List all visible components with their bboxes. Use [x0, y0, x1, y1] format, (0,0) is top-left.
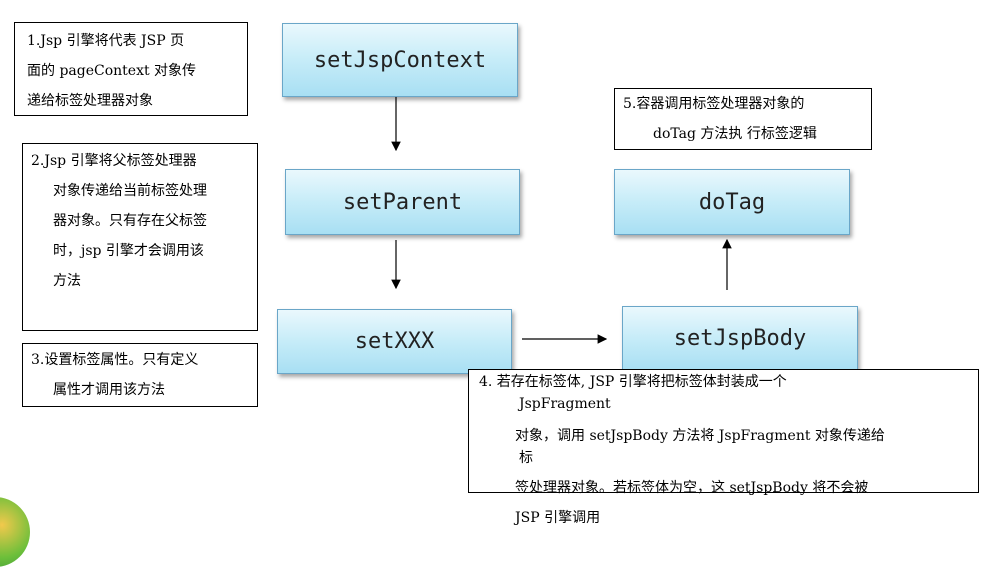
note-1-line: 面的 pageContext 对象传 [27, 63, 197, 79]
note-4-line: 对象，调用 setJspBody 方法将 JspFragment 对象传递给 [515, 428, 885, 444]
note-4-line: 4. 若存在标签体, JSP 引擎将把标签体封装成一个 [479, 374, 787, 390]
note-2-line: 时，jsp 引擎才会调用该 [53, 243, 204, 259]
note-4-line: JspFragment [519, 396, 611, 412]
setjspbody-box: setJspBody [622, 306, 858, 371]
note-3-line: 3.设置标签属性。只有定义 [31, 352, 199, 368]
flow-arrows [391, 97, 732, 344]
note-3: 3.设置标签属性。只有定义 属性才调用该方法 [22, 343, 258, 407]
note-1-line: 递给标签处理器对象 [27, 93, 153, 109]
note-2-line: 2.Jsp 引擎将父标签处理器 [31, 153, 197, 169]
note-2: 2.Jsp 引擎将父标签处理器 对象传递给当前标签处理 器对象。只有存在父标签 … [22, 143, 258, 331]
note-3-line: 属性才调用该方法 [53, 382, 165, 398]
note-5: 5.容器调用标签处理器对象的 doTag 方法执 行标签逻辑 [614, 88, 872, 150]
note-4: 4. 若存在标签体, JSP 引擎将把标签体封装成一个 JspFragment … [468, 369, 979, 526]
note-2-line: 方法 [53, 273, 81, 289]
note-1-line: 1.Jsp 引擎将代表 JSP 页 [27, 33, 185, 49]
setjspcontext-box: setJspContext [282, 23, 518, 97]
note-2-line: 对象传递给当前标签处理 [53, 183, 207, 199]
note-4-line: 签处理器对象。若标签体为空，这 setJspBody 将不会被 [515, 480, 869, 496]
note-5-line: doTag 方法执 行标签逻辑 [653, 126, 817, 142]
note-2-line: 器对象。只有存在父标签 [53, 213, 207, 229]
note-4-line: JSP 引擎调用 [515, 510, 601, 526]
setxxx-box: setXXX [277, 309, 512, 374]
setparent-box: setParent [285, 169, 520, 235]
note-5-line: 5.容器调用标签处理器对象的 [623, 96, 805, 112]
note-4-line: 标 [519, 450, 533, 466]
note-1: 1.Jsp 引擎将代表 JSP 页 面的 pageContext 对象传 递给标… [14, 22, 248, 116]
dotag-box: doTag [614, 169, 850, 235]
